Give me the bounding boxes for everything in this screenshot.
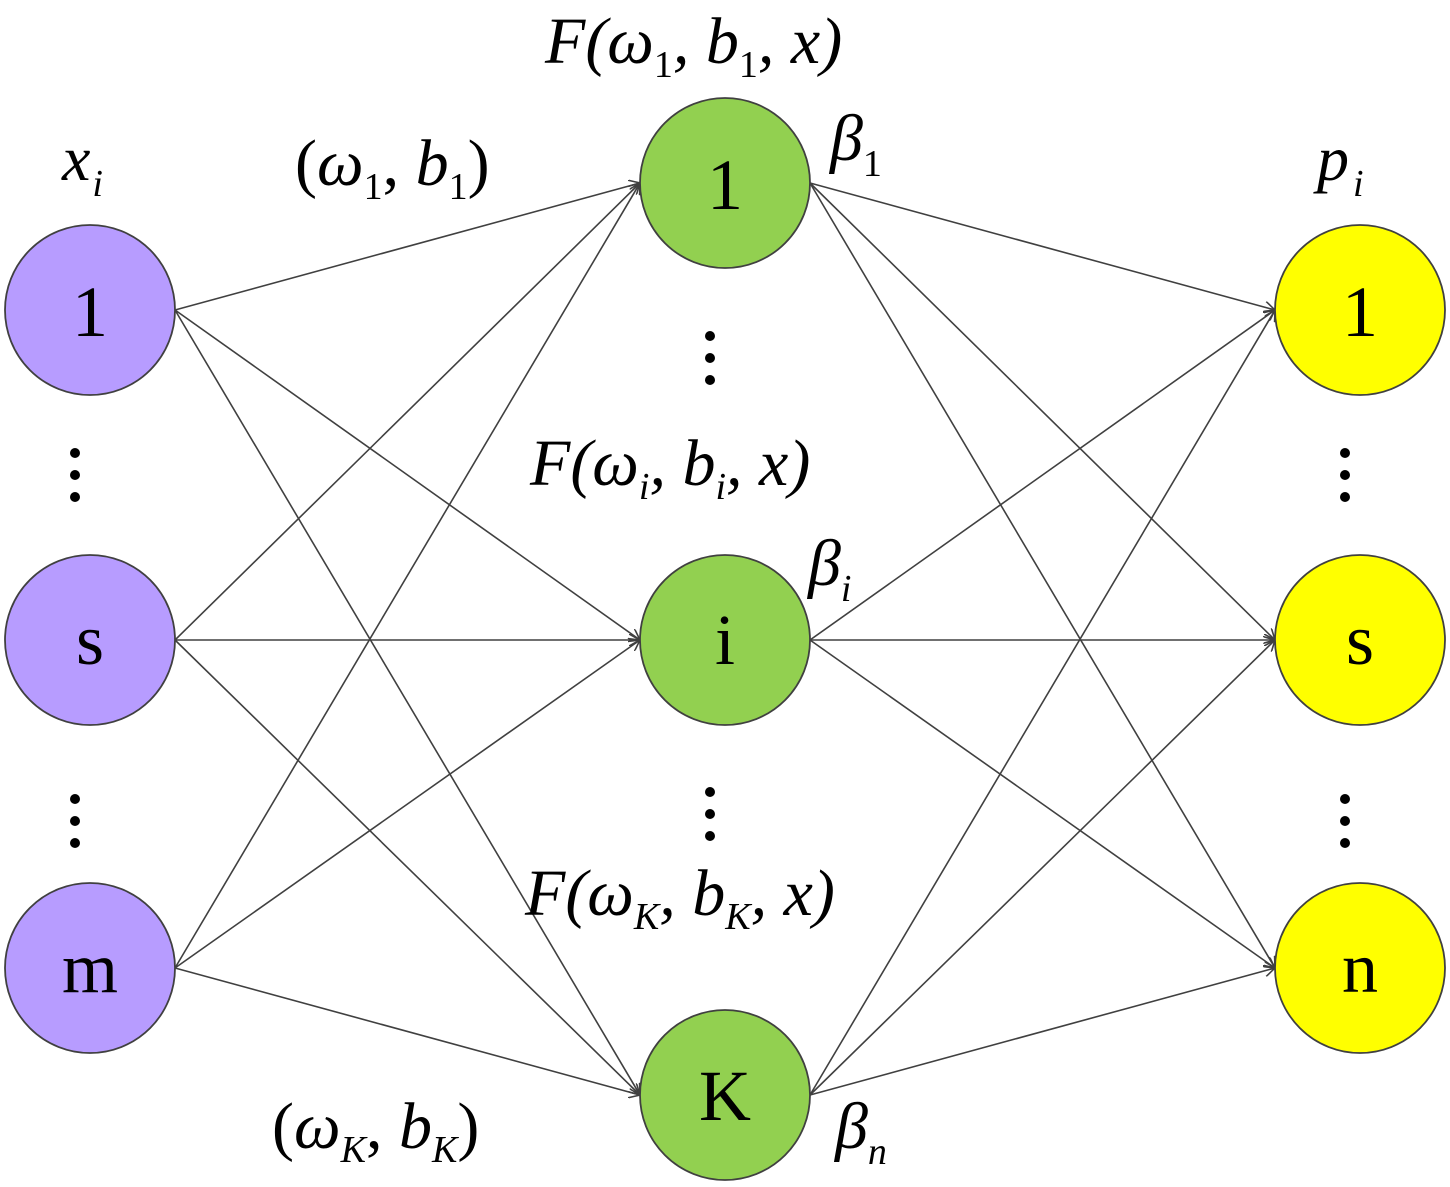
output-node-1-label: 1 xyxy=(1342,272,1378,352)
hidden-node-i xyxy=(639,554,811,726)
hidden-node-1 xyxy=(639,97,811,269)
edge-hidden-1-to-output-1 xyxy=(809,182,1275,310)
edge-hidden-1-to-output-n xyxy=(809,182,1275,968)
edge-input-m-to-hidden-i xyxy=(174,640,640,969)
edge-input-s-to-hidden-1 xyxy=(174,183,640,641)
beta-1: β1 xyxy=(828,102,882,185)
hidden-function-1: F(ω1, b1, x) xyxy=(544,5,842,86)
edge-input-1-to-hidden-1 xyxy=(174,183,640,311)
edge-input-1-to-hidden-i xyxy=(174,309,640,640)
hidden-function-i: F(ωi, bi, x) xyxy=(529,427,810,508)
edge-hidden-K-to-output-1 xyxy=(809,310,1275,1096)
beta-n: βn xyxy=(833,1090,887,1173)
input-node-s-label: s xyxy=(76,600,104,680)
input-layer: 1 s m xyxy=(4,224,176,1054)
input-header: xi xyxy=(61,123,103,205)
input-node-1-label: 1 xyxy=(72,272,108,352)
hidden-node-k xyxy=(639,1009,811,1181)
ellipsis-input-upper xyxy=(70,448,80,502)
hidden-node-i-label: i xyxy=(715,600,735,680)
ellipsis-hidden-upper xyxy=(705,331,715,385)
beta-i: βi xyxy=(806,527,851,610)
edge-hidden-K-to-output-s xyxy=(809,640,1275,1096)
edge-hidden-i-to-output-n xyxy=(809,639,1275,968)
ellipsis-input-lower xyxy=(70,794,80,848)
input-node-m xyxy=(4,882,176,1054)
hidden-node-k-label: K xyxy=(699,1056,751,1136)
edge-input-s-to-hidden-K xyxy=(174,639,640,1095)
weight-label-top: (ω1, b1) xyxy=(295,127,490,208)
input-node-m-label: m xyxy=(62,928,118,1008)
hidden-layer: 1 i K xyxy=(639,97,811,1181)
ellipsis-hidden-lower xyxy=(705,787,715,841)
hidden-node-1-label: 1 xyxy=(707,145,743,225)
weight-label-bottom: (ωK, bK) xyxy=(272,1090,479,1171)
input-header-sub: i xyxy=(92,163,103,205)
output-node-n xyxy=(1274,882,1446,1054)
output-header-var: p xyxy=(1313,123,1349,194)
output-node-n-label: n xyxy=(1342,928,1378,1008)
ellipsis-output-lower xyxy=(1340,794,1350,848)
ellipsis-output-upper xyxy=(1340,448,1350,502)
output-header-sub: i xyxy=(1353,163,1364,205)
edge-hidden-1-to-output-s xyxy=(809,182,1275,640)
hidden-function-k: F(ωK, bK, x) xyxy=(524,857,835,938)
output-layer: 1 s n xyxy=(1274,224,1446,1054)
edge-hidden-K-to-output-n xyxy=(809,968,1275,1096)
edge-hidden-i-to-output-1 xyxy=(809,310,1275,641)
connection-edges xyxy=(174,182,1275,1096)
edge-input-m-to-hidden-1 xyxy=(174,183,640,969)
output-node-1 xyxy=(1274,224,1446,396)
output-node-s-label: s xyxy=(1346,600,1374,680)
output-node-s xyxy=(1274,554,1446,726)
edge-input-1-to-hidden-K xyxy=(174,309,640,1095)
input-node-1 xyxy=(4,224,176,396)
edge-input-m-to-hidden-K xyxy=(174,967,640,1095)
input-node-s xyxy=(4,554,176,726)
input-header-var: x xyxy=(61,123,90,194)
